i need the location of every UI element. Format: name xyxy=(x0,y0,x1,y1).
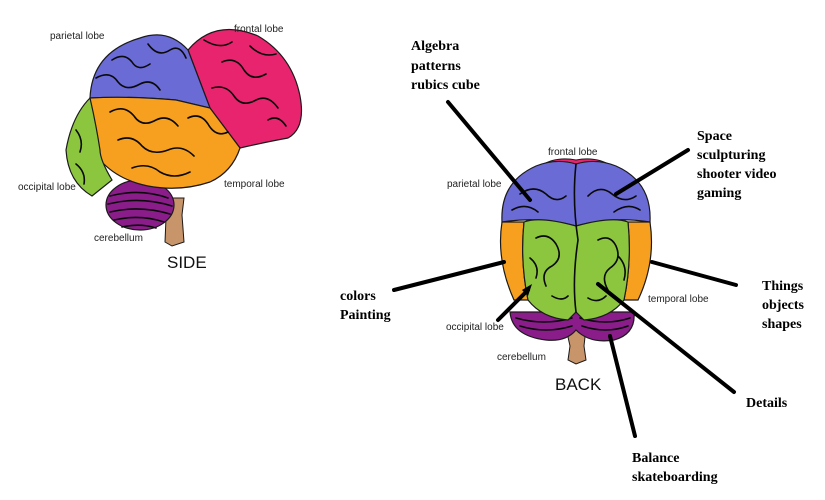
side-label-frontal: frontal lobe xyxy=(234,24,284,35)
side-label-cerebellum: cerebellum xyxy=(94,233,143,244)
back-cerebellum xyxy=(509,311,635,342)
annotations: Algebra patterns rubics cube Space sculp… xyxy=(340,39,808,485)
pointer-details xyxy=(596,282,736,394)
pointer-arrowhead xyxy=(522,284,532,296)
pointer-occipital xyxy=(392,260,506,292)
note-cerebellum: Balance skateboarding xyxy=(632,451,718,485)
side-view-title: SIDE xyxy=(167,253,207,272)
side-view: parietal lobe frontal lobe occipital lob… xyxy=(18,24,303,272)
side-label-parietal: parietal lobe xyxy=(50,31,105,42)
side-label-temporal: temporal lobe xyxy=(224,179,285,190)
note-temporal: Things objects shapes xyxy=(762,279,808,332)
back-label-occipital: occipital lobe xyxy=(446,322,504,333)
pointer-cerebellum xyxy=(608,334,637,438)
side-gyri-texture xyxy=(75,39,287,185)
side-label-occipital: occipital lobe xyxy=(18,182,76,193)
back-label-temporal: temporal lobe xyxy=(648,294,709,305)
pointer-space xyxy=(614,148,690,196)
note-space: Space sculpturing shooter video gaming xyxy=(697,129,780,201)
note-occipital: colors Painting xyxy=(340,289,391,323)
back-gyri-texture xyxy=(511,163,641,313)
back-label-parietal: parietal lobe xyxy=(447,179,502,190)
back-view-title: BACK xyxy=(555,375,602,394)
pointer-arrow-occipital xyxy=(496,288,530,322)
pointer-parietal xyxy=(446,100,532,202)
side-occipital-lobe xyxy=(65,96,113,197)
pointer-temporal xyxy=(650,260,738,287)
back-label-cerebellum: cerebellum xyxy=(497,352,546,363)
note-details: Details xyxy=(746,396,788,411)
note-parietal: Algebra patterns rubics cube xyxy=(411,39,480,93)
pointer-lines xyxy=(392,100,738,438)
back-view: frontal lobe parietal lobe temporal lobe… xyxy=(446,147,709,394)
back-label-frontal: frontal lobe xyxy=(548,147,598,158)
